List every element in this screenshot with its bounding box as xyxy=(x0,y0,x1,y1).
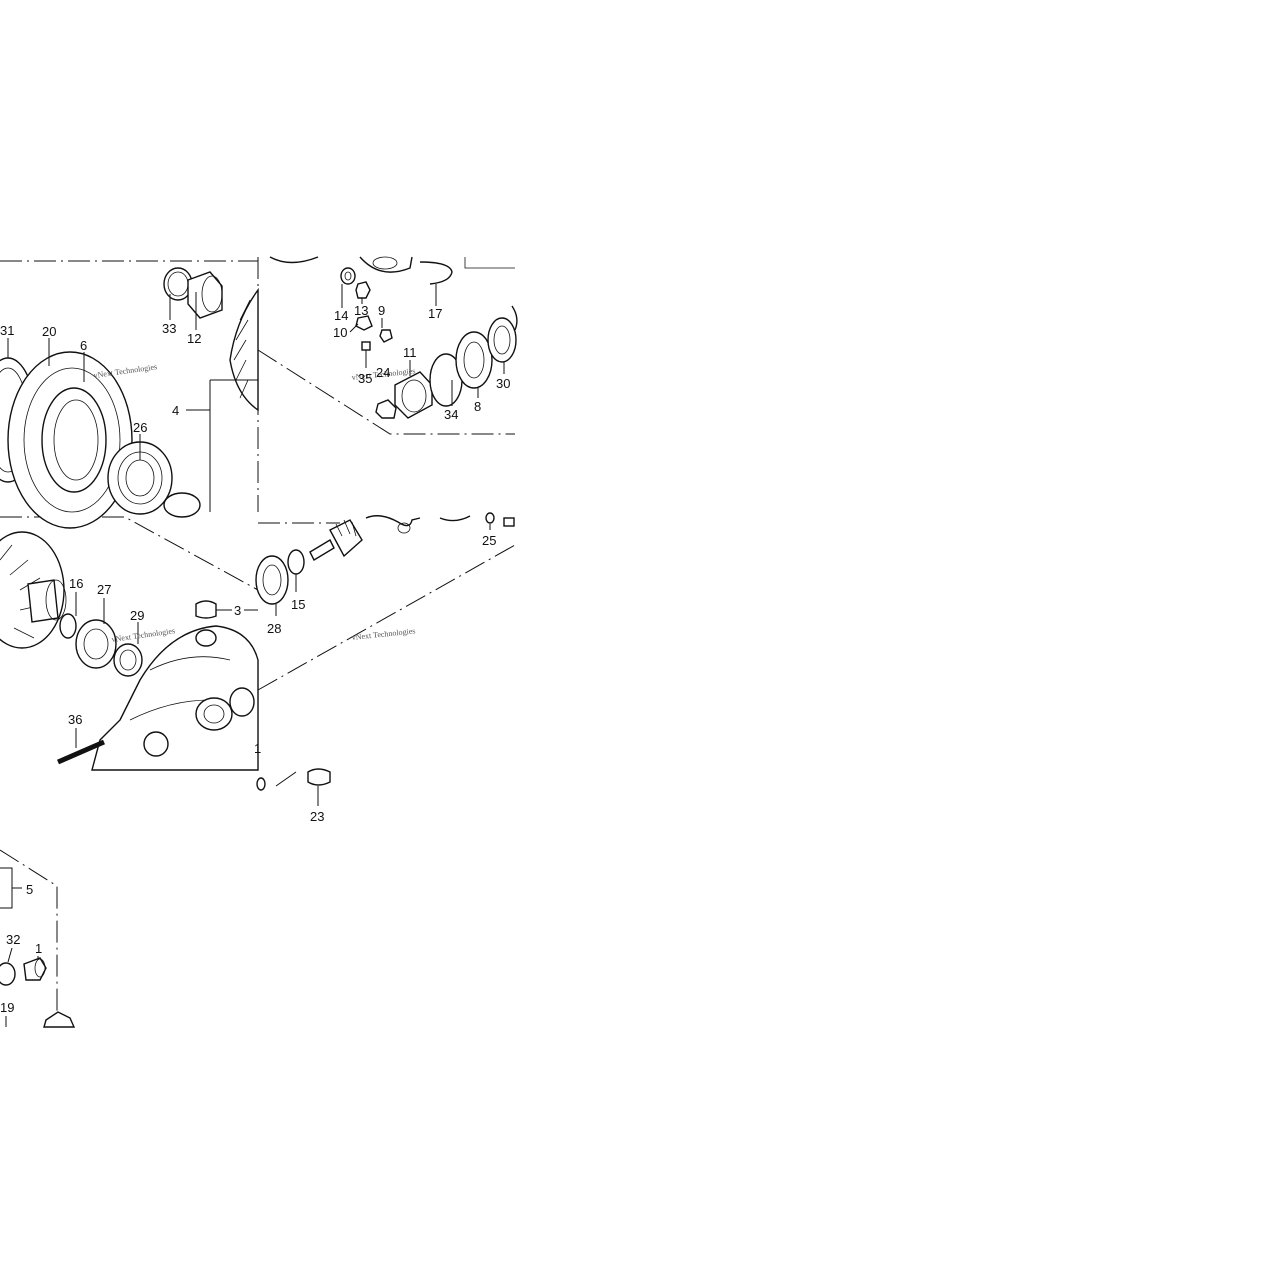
watermark: vNext Technologies xyxy=(351,626,416,642)
callout-1a: 1 xyxy=(254,741,261,756)
callout-17: 17 xyxy=(428,306,442,321)
callout-29: 29 xyxy=(130,608,144,623)
callout-4: 4 xyxy=(172,403,179,418)
bottom-left-panel-parts xyxy=(0,531,259,771)
callout-34: 34 xyxy=(444,407,458,422)
callout-25: 25 xyxy=(482,533,496,548)
callout-19: 19 xyxy=(0,1000,14,1015)
top-right-panel-parts xyxy=(269,256,518,419)
callout-3: 3 xyxy=(234,603,241,618)
callout-33: 33 xyxy=(162,321,176,336)
callout-28: 28 xyxy=(267,621,281,636)
callout-23: 23 xyxy=(310,809,324,824)
callout-24: 24 xyxy=(376,365,390,380)
watermark: vNext Technologies xyxy=(111,626,176,644)
leader-lines xyxy=(5,284,505,1027)
callout-labels: 31 20 6 33 12 4 26 14 13 9 10 17 11 35 2… xyxy=(0,303,510,1015)
callout-20: 20 xyxy=(42,324,56,339)
callout-11: 11 xyxy=(403,345,417,360)
callout-6: 6 xyxy=(80,338,87,353)
callout-30: 30 xyxy=(496,376,510,391)
callout-15: 15 xyxy=(291,597,305,612)
callout-35: 35 xyxy=(358,371,372,386)
lower-panel-parts xyxy=(0,867,76,1028)
callout-14: 14 xyxy=(334,308,348,323)
callout-16: 16 xyxy=(69,576,83,591)
bottom-right-panel-parts xyxy=(255,512,515,791)
callout-12: 12 xyxy=(187,331,201,346)
callout-31: 31 xyxy=(0,323,14,338)
callout-26: 26 xyxy=(133,420,147,435)
top-left-panel-parts xyxy=(0,267,259,529)
callout-13: 13 xyxy=(354,303,368,318)
callout-10: 10 xyxy=(333,325,347,340)
callout-36: 36 xyxy=(68,712,82,727)
callout-9: 9 xyxy=(378,303,385,318)
callout-27: 27 xyxy=(97,582,111,597)
callout-32: 32 xyxy=(6,932,20,947)
callout-8: 8 xyxy=(474,399,481,414)
callout-5: 5 xyxy=(26,882,33,897)
callout-1b: 1 xyxy=(35,941,42,956)
